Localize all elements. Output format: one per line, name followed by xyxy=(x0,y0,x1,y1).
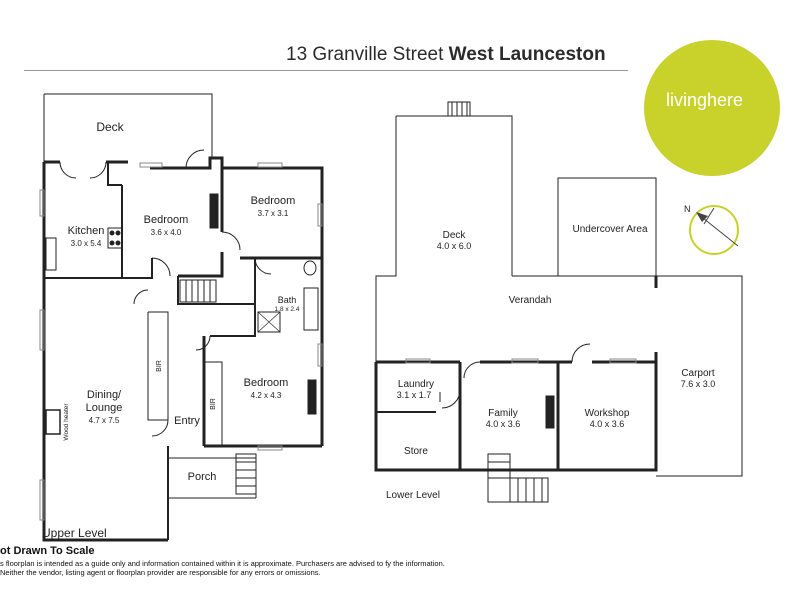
room-label-verandah: Verandah xyxy=(509,295,552,306)
room-label-porch: Porch xyxy=(188,471,217,483)
room-label-dining: Dining/ xyxy=(87,389,122,401)
room-label-undercover: Undercover Area xyxy=(572,224,647,235)
upper-outer-wall-top xyxy=(150,156,324,340)
room-label-lounge: Lounge xyxy=(86,402,123,414)
fixture-label-wood-heater: Wood heater xyxy=(63,403,70,441)
room-dims-bath: 1.8 x 2.4 xyxy=(275,306,300,313)
room-label-lower-deck: Deck xyxy=(443,230,467,241)
lower-deck-outline xyxy=(396,115,513,276)
room-dims-lower-deck: 4.0 x 6.0 xyxy=(437,241,472,251)
upper-outer-wall-left xyxy=(42,162,168,542)
room-label-kitchen: Kitchen xyxy=(68,225,105,237)
disclaimer-title: ot Drawn To Scale xyxy=(0,545,95,557)
room-dims-family: 4.0 x 3.6 xyxy=(486,419,521,429)
room-dims-bedroom-1: 3.6 x 4.0 xyxy=(151,228,182,237)
brand-logo-text: livinghere xyxy=(666,90,744,110)
room-label-carport: Carport xyxy=(681,368,715,379)
room-dims-kitchen: 3.0 x 5.4 xyxy=(71,239,102,248)
room-dims-bedroom-3: 4.2 x 4.3 xyxy=(251,391,282,400)
deck-outline xyxy=(44,93,213,157)
room-label-laundry: Laundry xyxy=(398,379,434,390)
room-label-bedroom-3: Bedroom xyxy=(244,377,289,389)
undercover-outline xyxy=(557,177,657,276)
upper-level-labels: Deck Kitchen 3.0 x 5.4 Bedroom 3.6 x 4.0… xyxy=(42,120,300,540)
room-label-bedroom-1: Bedroom xyxy=(144,214,189,226)
room-label-deck: Deck xyxy=(96,120,124,134)
fixture-label-bir-2: BIR xyxy=(210,398,217,410)
disclaimer-text: s floorplan is intended as a guide only … xyxy=(0,559,445,577)
upper-level-plan xyxy=(39,93,324,542)
header-divider xyxy=(24,70,628,71)
page-title: 13 Granville Street West Launceston xyxy=(286,44,606,66)
upper-level-caption: Upper Level xyxy=(42,526,107,540)
room-label-entry: Entry xyxy=(174,415,200,427)
room-label-store: Store xyxy=(404,446,428,457)
lower-level-labels: Deck 4.0 x 6.0 Undercover Area Verandah … xyxy=(386,224,715,501)
room-dims-workshop: 4.0 x 3.6 xyxy=(590,419,625,429)
room-dims-lounge: 4.7 x 7.5 xyxy=(89,416,120,425)
carport-outline xyxy=(656,275,743,477)
lower-outer-wall xyxy=(374,352,658,472)
lower-level-plan xyxy=(374,101,743,503)
room-dims-laundry: 3.1 x 1.7 xyxy=(397,390,432,400)
room-dims-carport: 7.6 x 3.0 xyxy=(681,379,716,389)
room-label-bedroom-2: Bedroom xyxy=(251,195,296,207)
room-label-workshop: Workshop xyxy=(585,408,630,419)
brand-logo: livinghere xyxy=(644,40,780,176)
fixture-label-bir-1: BIR xyxy=(156,360,163,372)
room-label-family: Family xyxy=(488,408,517,419)
title-suburb: West Launceston xyxy=(448,44,606,65)
room-dims-bedroom-2: 3.7 x 3.1 xyxy=(258,209,289,218)
compass-icon: N xyxy=(684,204,739,255)
compass-north-label: N xyxy=(684,204,691,214)
room-label-bath: Bath xyxy=(278,295,297,305)
title-street: 13 Granville Street xyxy=(286,44,444,65)
lower-level-caption: Lower Level xyxy=(386,490,440,501)
